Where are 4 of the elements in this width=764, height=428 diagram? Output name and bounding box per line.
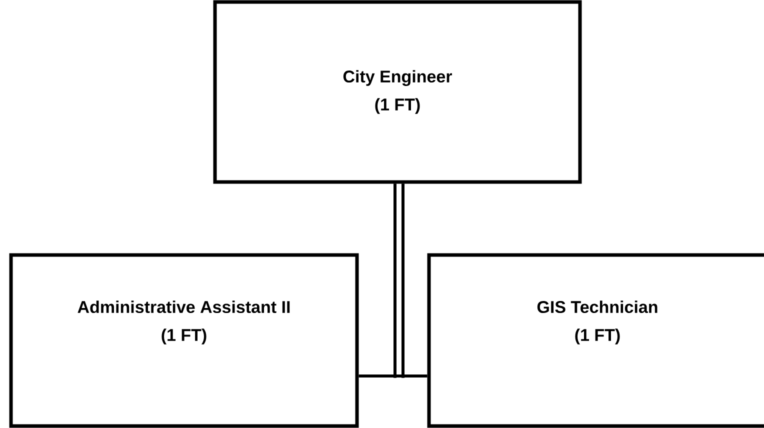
position-box: City Engineer (1 FT): [213, 0, 582, 184]
position-box: Administrative Assistant II (1 FT): [9, 253, 359, 428]
position-box: GIS Technician (1 FT): [427, 253, 764, 428]
connector-line: [394, 182, 429, 380]
